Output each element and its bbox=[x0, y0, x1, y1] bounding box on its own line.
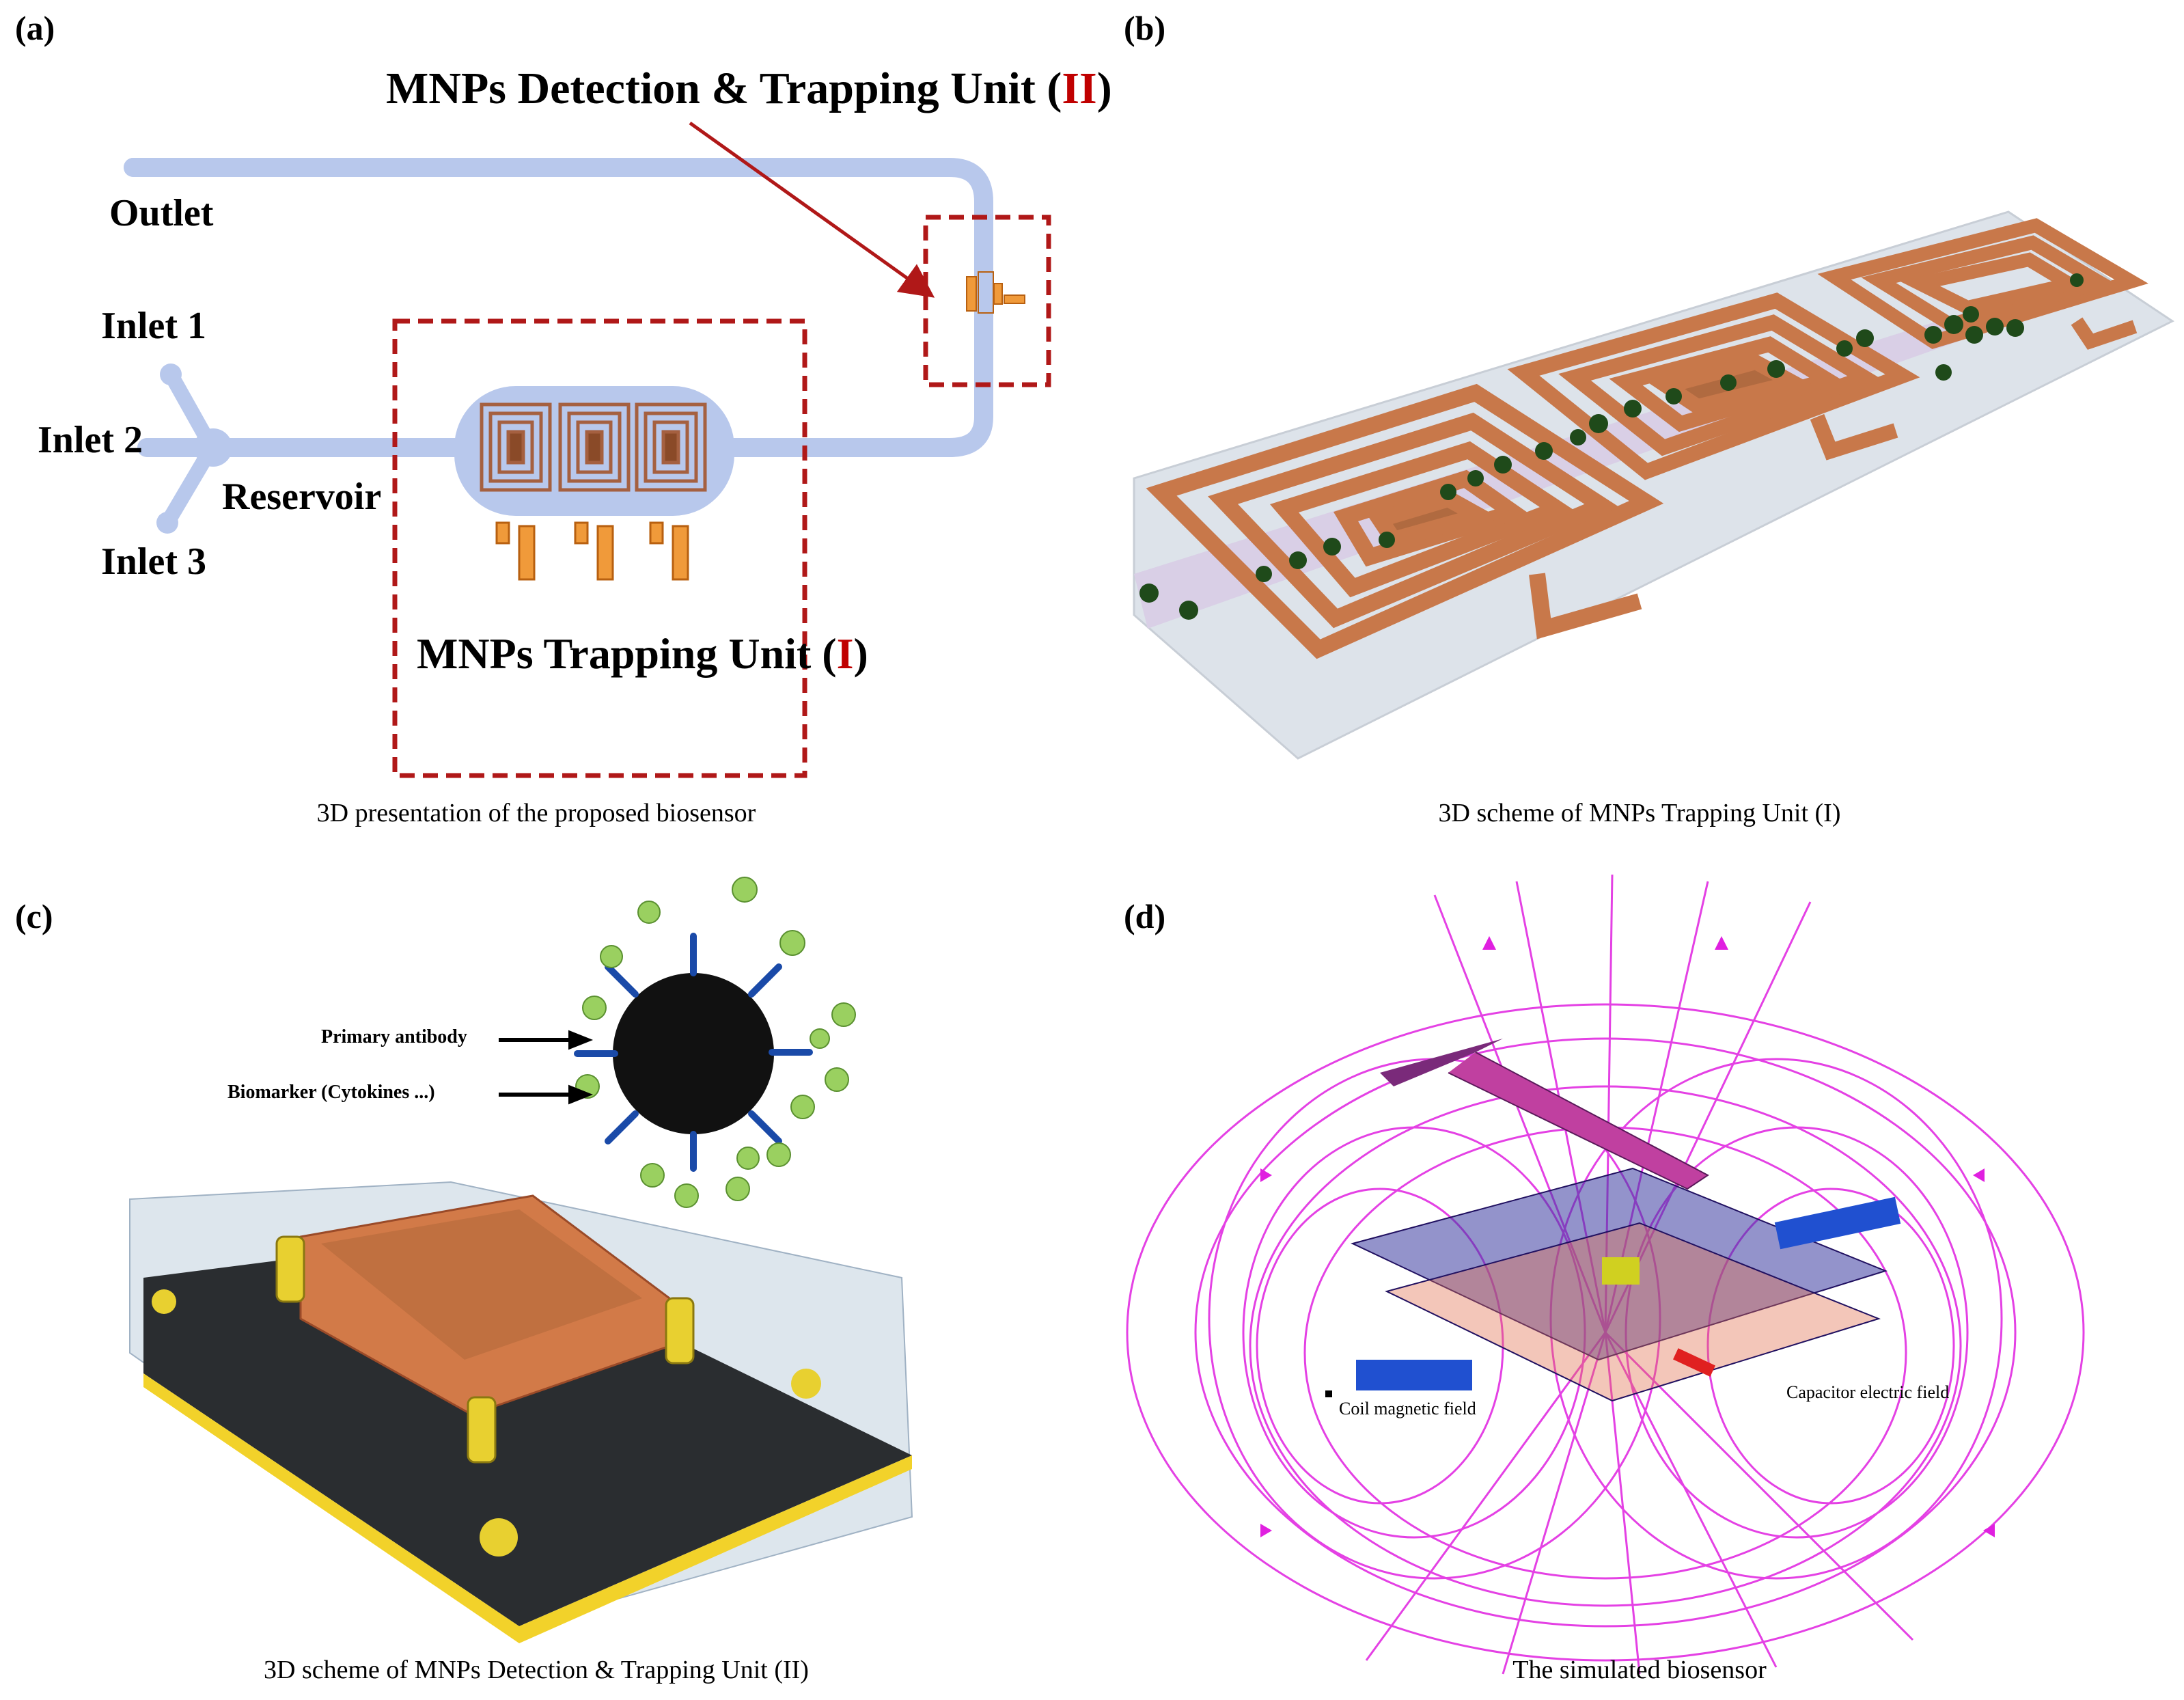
inlet2-label: Inlet 2 bbox=[38, 419, 143, 461]
panel-d-diagram bbox=[1126, 874, 2085, 1675]
inlet3-port bbox=[156, 512, 178, 534]
spiral-coil-middle bbox=[1507, 292, 1920, 480]
coil-right-lead bbox=[2071, 317, 2138, 350]
trapping-unit-title: MNPs Trapping Unit (I) bbox=[417, 629, 868, 679]
capacitor-bar-right bbox=[1774, 1196, 1901, 1250]
label-arrows bbox=[499, 1030, 594, 1105]
panel-b-label: (b) bbox=[1124, 9, 1166, 47]
trapping-unit-title-text: MNPs Trapping Unit ( bbox=[417, 629, 837, 678]
spiral-coil-left bbox=[1146, 383, 1664, 659]
capacitor-field-label: Capacitor electric field bbox=[1786, 1382, 1950, 1402]
panel-c: (c) bbox=[0, 854, 1093, 1700]
panel-b: (b) bbox=[1093, 0, 2184, 847]
coil-middle-lead bbox=[1810, 413, 1898, 461]
copper-spiral-top bbox=[321, 1209, 642, 1360]
detection-unit-title: MNPs Detection & Trapping Unit (II) bbox=[386, 63, 1112, 115]
magnetic-bead bbox=[613, 973, 774, 1134]
mounting-holes bbox=[152, 1289, 821, 1557]
panel-d-label: (d) bbox=[1124, 897, 1166, 935]
panel-c-caption: 3D scheme of MNPs Detection & Trapping U… bbox=[264, 1656, 809, 1684]
panel-a-label: (a) bbox=[15, 9, 55, 47]
panel-a-caption: 3D presentation of the proposed biosenso… bbox=[316, 799, 756, 827]
magnetic-nanoparticles bbox=[1139, 273, 2084, 620]
capacitor-plate-top bbox=[1380, 1039, 1503, 1086]
field-arrowheads bbox=[1260, 936, 1995, 1537]
coil-2 bbox=[558, 402, 631, 492]
coil-3 bbox=[635, 402, 707, 492]
reservoir-label: Reservoir bbox=[222, 476, 382, 518]
panel-c-label: (c) bbox=[15, 897, 53, 935]
coil-stack-bottom bbox=[1385, 1222, 1881, 1402]
trapping-coils bbox=[480, 402, 707, 492]
coil-left-lead bbox=[1529, 573, 1642, 640]
nanoparticle-complex bbox=[574, 877, 856, 1208]
panel-b-diagram bbox=[1133, 210, 2174, 760]
trapping-unit-numeral: I bbox=[836, 629, 854, 678]
primary-antibody-label: Primary antibody bbox=[321, 1026, 467, 1047]
outlet-label: Outlet bbox=[109, 192, 214, 234]
detection-unit-box bbox=[923, 215, 1051, 387]
coil-field-label: Coil magnetic field bbox=[1339, 1399, 1476, 1418]
detection-unit-numeral: II bbox=[1062, 64, 1097, 113]
capacitor-lead bbox=[1448, 1052, 1709, 1190]
inlet3-label: Inlet 3 bbox=[101, 540, 206, 583]
capacitor-red-field bbox=[1673, 1348, 1715, 1377]
panel-b-caption: 3D scheme of MNPs Trapping Unit (I) bbox=[1438, 799, 1841, 827]
panel-a: (a) bbox=[0, 0, 1112, 847]
panel-c-diagram bbox=[129, 877, 913, 1643]
coil-core bbox=[1602, 1257, 1640, 1285]
detection-unit-title-text: MNPs Detection & Trapping Unit ( bbox=[386, 64, 1062, 113]
coil-field-marker bbox=[1325, 1390, 1332, 1397]
junction bbox=[194, 428, 232, 467]
inlet1-port bbox=[160, 364, 182, 385]
panel-d-caption: The simulated biosensor bbox=[1512, 1656, 1767, 1684]
inlet1-label: Inlet 1 bbox=[101, 305, 206, 347]
biomarker-label: Biomarker (Cytokines ...) bbox=[227, 1082, 435, 1103]
biomarkers bbox=[575, 877, 856, 1208]
panel-a-diagram bbox=[124, 121, 1051, 778]
panel-d: (d) bbox=[1093, 854, 2184, 1700]
pillars bbox=[275, 1235, 695, 1464]
capacitor-bar-left bbox=[1356, 1360, 1472, 1390]
coil-1 bbox=[480, 402, 552, 492]
contact-pads bbox=[495, 521, 689, 581]
spiral-coil-right bbox=[1817, 218, 2148, 349]
outlet-port bbox=[124, 158, 143, 177]
detection-unit-close: ) bbox=[1096, 64, 1112, 113]
trapping-unit-box bbox=[392, 318, 807, 778]
trapping-unit-close: ) bbox=[853, 629, 868, 678]
detection-device bbox=[966, 271, 1025, 314]
detection-pointer-arrow bbox=[689, 121, 935, 298]
